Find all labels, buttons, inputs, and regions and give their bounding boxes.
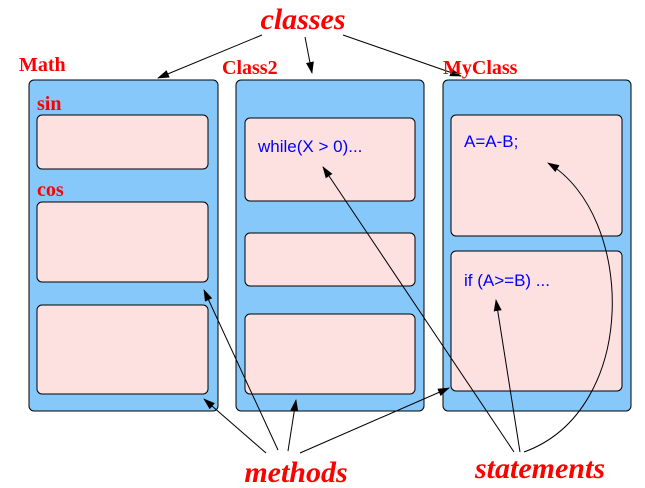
statements-label: statements [474, 452, 605, 485]
arrow-statements-to-if [493, 299, 521, 453]
methods-label: methods [244, 456, 347, 488]
method-box-myclass-2 [450, 250, 623, 392]
method-box-class2-3 [244, 313, 416, 395]
method-box-class2-2 [244, 232, 416, 287]
arrow-statements-to-while [322, 166, 515, 453]
code-if: if (A>=B) ... [464, 271, 550, 290]
method-name-cos: cos [37, 179, 64, 201]
method-name-sin: sin [37, 93, 61, 115]
method-box-math-3 [36, 304, 209, 395]
class-name-math: Math [19, 54, 66, 76]
method-box-sin [36, 114, 209, 170]
arrow-statements-to-assign [523, 162, 613, 453]
method-box-myclass-1 [450, 114, 623, 237]
method-box-cos [36, 201, 209, 283]
class-name-class2: Class2 [222, 57, 278, 79]
arrow-classes-to-myclass [342, 34, 462, 77]
classes-label: classes [261, 3, 346, 36]
arrow-methods-to-myclass [299, 387, 450, 454]
code-while: while(X > 0)... [257, 137, 362, 156]
arrow-methods-to-math-cos [203, 289, 279, 451]
arrow-methods-to-math-bottom [203, 398, 267, 454]
arrow-classes-to-math [157, 34, 263, 79]
arrow-classes-to-class2 [304, 36, 314, 74]
arrow-methods-to-class2 [287, 399, 299, 452]
method-box-class2-1 [244, 117, 416, 202]
code-assign: A=A-B; [464, 132, 518, 151]
class-name-myclass: MyClass [443, 57, 518, 79]
